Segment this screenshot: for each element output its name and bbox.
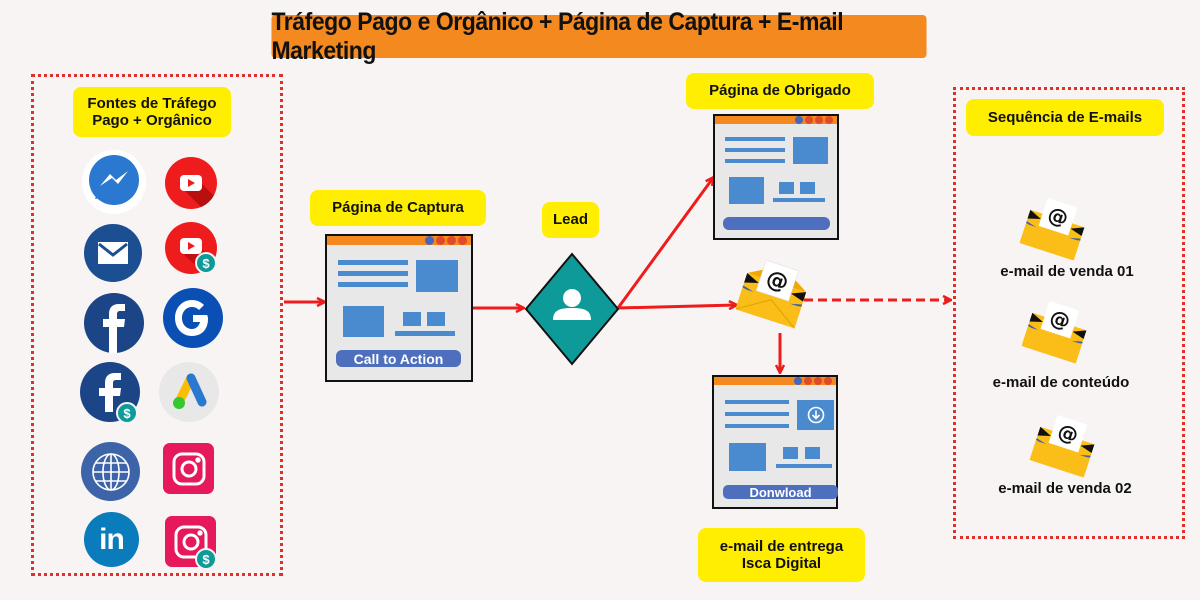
- traffic-sources-label: Fontes de Tráfego Pago + Orgânico: [73, 87, 231, 137]
- facebook-ads-icon: $: [80, 362, 140, 424]
- envelope-email-icon: @: [1021, 301, 1087, 364]
- paid-dollar-icon: $: [195, 548, 217, 570]
- traffic-sources-label-line1: Fontes de Tráfego: [87, 94, 217, 112]
- browser-bar: [715, 116, 837, 124]
- youtube-ads-icon: $: [165, 222, 217, 274]
- thank-you-page-mockup: [713, 114, 839, 240]
- call-to-action-button[interactable]: Call to Action: [336, 350, 461, 367]
- email-sequence-item-label: e-mail de conteúdo: [992, 374, 1130, 391]
- email-sequence-item-label: e-mail de venda 01: [1000, 263, 1134, 280]
- delivery-email-label-line1: e-mail de entrega: [719, 537, 844, 555]
- messenger-icon: [82, 150, 146, 214]
- instagram-icon: [163, 443, 214, 494]
- website-globe-icon: [81, 442, 140, 501]
- window-dot: [425, 236, 434, 245]
- window-dot: [436, 236, 445, 245]
- email-sequence-item-label: e-mail de venda 02: [998, 480, 1132, 497]
- delivery-page-mockup: Donwload: [712, 375, 838, 509]
- window-dot: [458, 236, 467, 245]
- google-ads-icon: [159, 362, 219, 422]
- browser-bar: [714, 377, 836, 385]
- window-dot: [794, 377, 802, 385]
- window-dot: [805, 116, 813, 124]
- download-button[interactable]: Donwload: [723, 485, 838, 500]
- traffic-sources-box: [31, 74, 283, 576]
- email-sequence-label: Sequência de E-mails: [966, 99, 1164, 136]
- window-dot: [447, 236, 456, 245]
- traffic-sources-label-line2: Pago + Orgânico: [92, 112, 212, 129]
- download-icon[interactable]: [797, 400, 834, 430]
- lead-label: Lead: [542, 202, 599, 238]
- window-dot: [814, 377, 822, 385]
- window-dot: [795, 116, 803, 124]
- google-icon: [163, 288, 223, 348]
- user-icon: [563, 289, 581, 307]
- facebook-icon: [84, 293, 144, 353]
- envelope-email-icon: @: [1029, 415, 1095, 478]
- delivery-email-label: e-mail de entrega Isca Digital: [698, 528, 865, 582]
- thank-you-page-label: Página de Obrigado: [686, 73, 874, 109]
- browser-bar: [327, 236, 471, 245]
- paid-dollar-icon: $: [116, 402, 138, 424]
- instagram-ads-icon: $: [165, 516, 217, 570]
- thank-you-button[interactable]: [723, 217, 830, 230]
- linkedin-icon: in: [84, 512, 139, 567]
- window-dot: [824, 377, 832, 385]
- window-dot: [825, 116, 833, 124]
- window-dot: [815, 116, 823, 124]
- envelope-email-icon: @: [1019, 198, 1085, 261]
- delivery-email-label-line2: Isca Digital: [741, 555, 822, 572]
- capture-page-mockup: Call to Action: [325, 234, 473, 382]
- youtube-icon: [165, 157, 217, 209]
- email-sequence-box: [953, 87, 1185, 539]
- email-icon: [84, 224, 142, 282]
- window-dot: [804, 377, 812, 385]
- lead-diamond: [524, 252, 620, 366]
- paid-dollar-icon: $: [195, 252, 217, 274]
- envelope-email-icon: @: [736, 259, 807, 329]
- capture-page-label: Página de Captura: [310, 190, 486, 226]
